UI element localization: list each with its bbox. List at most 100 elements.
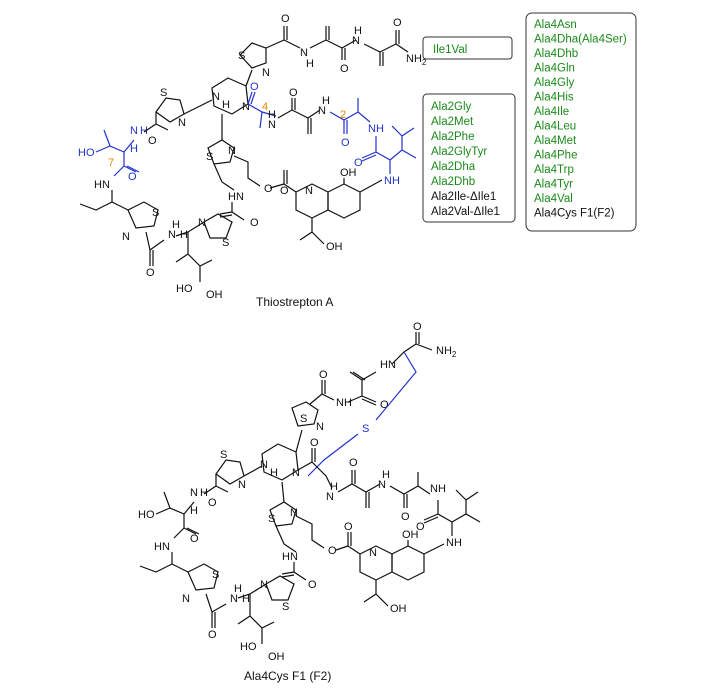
atom-s: S <box>220 449 227 461</box>
box-ala4-item-2: Ala4Dha(Ala4Ser) <box>534 34 627 46</box>
atom-o: O <box>416 521 425 533</box>
box-ile1-item: Ile1Val <box>433 44 467 56</box>
bond-ile-sidechain <box>451 489 481 523</box>
atom-o: O <box>264 183 273 195</box>
atom-s: S <box>300 413 307 425</box>
bond-thiazole-core <box>281 481 285 503</box>
atom-n: N <box>300 47 308 59</box>
bond-chain <box>205 593 213 613</box>
atom-ho: HO <box>138 509 155 521</box>
atom-s: S <box>268 513 275 525</box>
box-ala4-item-14: Ala4Cys F1(F2) <box>534 208 615 220</box>
thiazole-ring-mid <box>207 139 235 165</box>
atom-h: H <box>234 583 242 595</box>
atom-n: N <box>190 487 198 499</box>
bond-methylene <box>325 26 330 40</box>
thr7-sidechain <box>95 129 125 153</box>
box-ala4-item-11: Ala4Trp <box>534 164 574 176</box>
bond-ester-carbonyl <box>347 532 361 555</box>
bond-chain <box>213 163 235 191</box>
atom-nh2-bottom: NH2 <box>436 345 457 359</box>
atom-n: N <box>122 231 130 243</box>
atom-o: O <box>341 137 350 149</box>
bond-chain <box>363 43 397 53</box>
bond-chain <box>341 39 357 49</box>
atom-hn: HN <box>94 179 110 191</box>
bottom-quinoline-ring-b <box>391 545 425 581</box>
box-ala4-item-13: Ala4Val <box>534 193 573 205</box>
ile1-bond <box>375 136 391 161</box>
bond-carbonyl <box>291 98 296 110</box>
bottom-top-thiazole <box>291 401 319 427</box>
atom-s: S <box>282 601 289 613</box>
bond-hydroxyethyl <box>299 218 325 245</box>
atom-n: N <box>316 421 324 433</box>
ile1-carbonyl <box>361 151 377 162</box>
bottom-thiazole-mid <box>269 501 297 527</box>
atom-o: O <box>349 457 358 469</box>
bond-carbonyl <box>395 30 400 44</box>
box-ala2-item-2: Ala2Met <box>431 116 474 128</box>
box-ile1-frame <box>422 36 513 60</box>
box-ile1: Ile1Val <box>422 36 513 60</box>
atom-n: N <box>318 105 326 117</box>
bond-thr-sidechain <box>237 594 275 644</box>
bond-carbonyl <box>361 395 377 406</box>
bond-thr-linker <box>295 515 325 549</box>
box-ala4-item-9: Ala4Met <box>534 135 577 147</box>
atom-n: N <box>369 547 377 559</box>
bottom-thiazoline <box>187 563 219 591</box>
atom-oh: OH <box>326 241 343 253</box>
atom-oh: OH <box>402 529 419 541</box>
atom-hn: HN <box>154 541 170 553</box>
bond-thiazole-core <box>243 465 263 477</box>
atom-ho: HO <box>176 283 193 295</box>
thr7-bond <box>123 139 135 153</box>
atom-o: O <box>413 321 422 333</box>
bond-chain <box>309 39 343 49</box>
box-ala4-item-7: Ala4Ile <box>534 106 569 118</box>
box-ala4-item-8: Ala4Leu <box>534 121 576 133</box>
bond-chain <box>347 395 363 403</box>
atom-h: H <box>392 175 400 187</box>
bottom-thiazole-lower <box>265 575 295 601</box>
atom-n: N <box>212 91 220 103</box>
atom-nh: NH <box>430 483 446 495</box>
atom-nh2-top: NH2 <box>406 53 427 67</box>
atom-hn: HN <box>282 551 298 563</box>
atom-ho: HO <box>78 147 95 159</box>
ala4-carbonyl <box>247 91 256 105</box>
bond-carbonyl <box>321 380 335 401</box>
bond-methylene <box>365 492 370 508</box>
bond-chain <box>309 393 323 405</box>
bond-core-to-thiazole <box>245 69 253 87</box>
bond-chain <box>349 371 377 396</box>
atom-n: N <box>290 507 298 519</box>
atom-oh: OH <box>268 651 285 663</box>
atom-n: N <box>238 479 246 491</box>
quinoline-ring-b <box>327 183 361 219</box>
box-ala2-item-3: Ala2Phe <box>431 131 474 143</box>
bond-thr-sidechain <box>175 232 213 282</box>
atom-s: S <box>152 207 159 219</box>
bond-to-ile-n <box>423 543 445 555</box>
position-4-label: 4 <box>262 101 268 113</box>
box-ala2-list: Ala2GlyAla2MetAla2PheAla2GlyTyrAla2DhaAl… <box>431 101 500 218</box>
atom-h: H <box>268 109 276 121</box>
bond-amide <box>281 562 307 581</box>
bond-amide <box>211 603 227 628</box>
atom-n: N <box>368 123 376 135</box>
atom-o: O <box>128 171 137 183</box>
atom-h: H <box>180 229 188 241</box>
atom-o: O <box>148 135 157 147</box>
box-ala2-item-5: Ala2Dha <box>431 161 476 173</box>
atom-n: N <box>305 185 313 197</box>
atom-n: N <box>182 593 190 605</box>
caption-thiostrepton-a: Thiostrepton A <box>256 295 333 309</box>
box-ala4-item-3: Ala4Dhb <box>534 48 578 60</box>
position-7-label: 7 <box>108 157 114 169</box>
bond-chain <box>145 231 151 251</box>
bond-chain <box>307 109 321 119</box>
box-ala2-item-7: Ala2Ile-ΔIle1 <box>431 191 496 203</box>
